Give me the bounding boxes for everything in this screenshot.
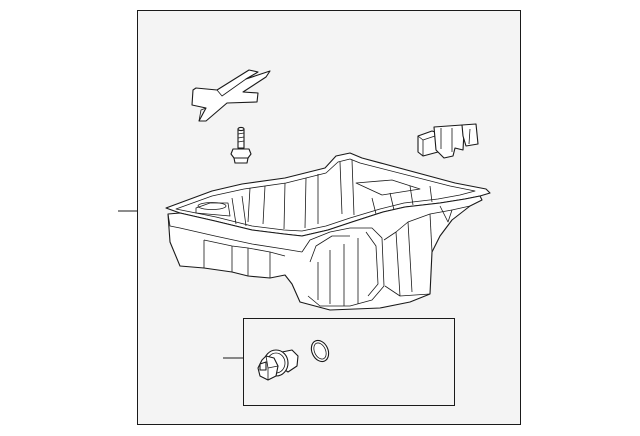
drain-plug-icon bbox=[257, 349, 299, 381]
o-ring-icon bbox=[310, 339, 330, 363]
bracket-icon bbox=[191, 69, 271, 122]
oil-pan-icon bbox=[165, 152, 491, 311]
bolt-icon bbox=[230, 126, 252, 164]
sensor-icon bbox=[417, 123, 479, 159]
